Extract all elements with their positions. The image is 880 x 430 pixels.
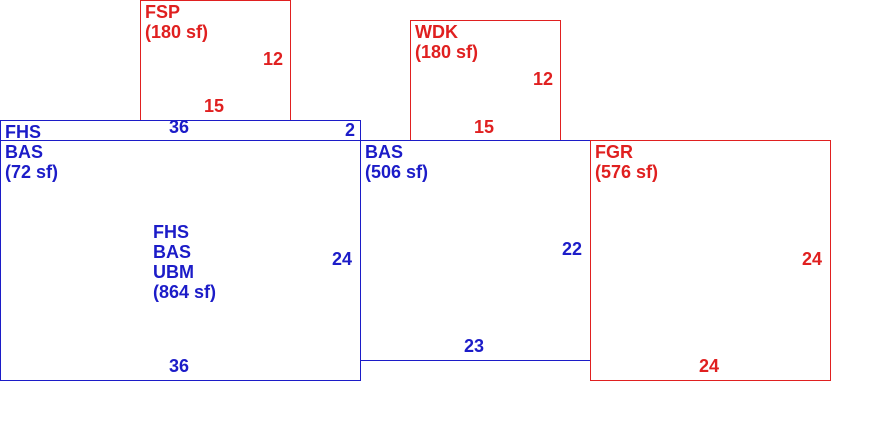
small-dim-top: 36 [169,117,190,137]
main-dim-bottom: 36 [169,356,190,376]
fgr-area [590,140,831,381]
main-area-size: (864 sf) [153,282,217,302]
main-fhs-code: FHS [153,222,189,242]
main-ubm-code: UBM [153,262,194,282]
small-fhs-code: FHS [5,122,41,142]
bas-area-size: (506 sf) [365,162,429,182]
fgr-code: FGR [595,142,633,162]
small-area-size: (72 sf) [5,162,59,182]
main-bas-code: BAS [153,242,192,262]
fsp-area-size: (180 sf) [145,22,209,42]
fgr-dim-side: 24 [802,249,823,269]
wdk-code: WDK [415,22,458,42]
bas-code: BAS [365,142,404,162]
fsp-dim-side: 12 [263,49,284,69]
main-dim-side: 24 [332,249,353,269]
small-dim-side: 2 [345,120,356,140]
fsp-code: FSP [145,2,181,22]
wdk-area-size: (180 sf) [415,42,479,62]
fsp-dim-bottom: 15 [204,96,225,116]
wdk-dim-bottom: 15 [474,117,495,137]
fgr-dim-bottom: 24 [699,356,720,376]
small-bas-code: BAS [5,142,44,162]
fgr-area-size: (576 sf) [595,162,659,182]
bas-dim-bottom: 23 [464,336,485,356]
bas-dim-side: 22 [562,239,583,259]
wdk-dim-side: 12 [533,69,554,89]
